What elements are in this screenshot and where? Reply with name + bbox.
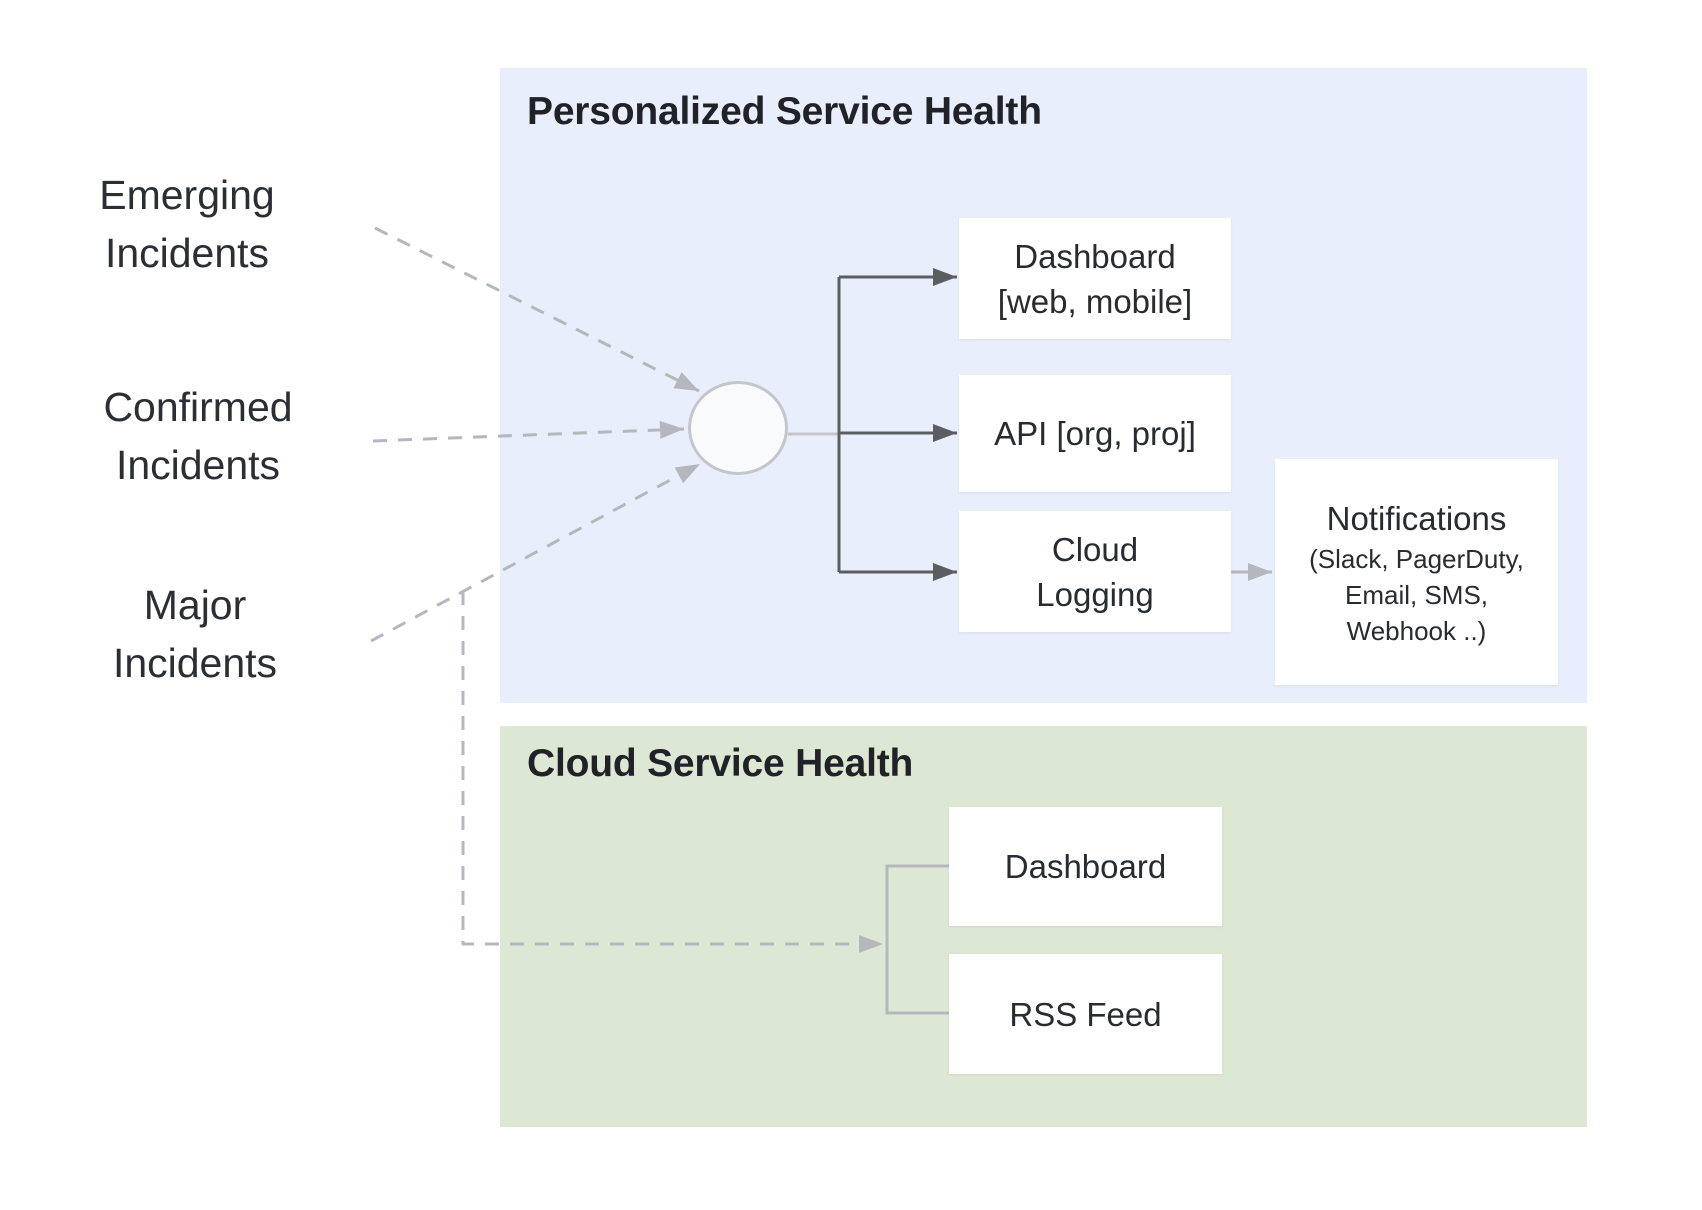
- notifications-box: Notifications (Slack, PagerDuty, Email, …: [1275, 459, 1558, 685]
- api-box: API [org, proj]: [959, 375, 1231, 492]
- notifications-sub-line: Webhook ..): [1346, 615, 1487, 646]
- dashed-arrow-major-incidents: [370, 462, 701, 643]
- box-label-line: Dashboard: [1014, 237, 1176, 275]
- label-line: Incidents: [115, 442, 281, 488]
- dark-fanout-arrows: [837, 268, 957, 581]
- box-label-line: Logging: [1036, 575, 1154, 613]
- cloud-logging-box: Cloud Logging: [959, 511, 1231, 632]
- label-emerging-incidents: Emerging Incidents: [37, 166, 337, 282]
- personalized-panel-title: Personalized Service Health: [527, 90, 1042, 133]
- notifications-sub-line: (Slack, PagerDuty,: [1309, 543, 1524, 574]
- notifications-sub-line: Email, SMS,: [1344, 579, 1489, 610]
- dashed-arrow-confirmed-incidents: [372, 420, 685, 443]
- bracket-connector: [885, 864, 949, 1015]
- label-confirmed-incidents: Confirmed Incidents: [48, 378, 348, 494]
- label-line: Major: [143, 582, 247, 628]
- notifications-title: Notifications: [1326, 499, 1507, 537]
- dashed-arrow-to-cloud-service-health: [461, 591, 883, 953]
- cloud-dashboard-box: Dashboard: [949, 807, 1222, 926]
- box-label-line: API [org, proj]: [994, 415, 1196, 452]
- cloud-panel-title: Cloud Service Health: [527, 742, 914, 785]
- box-label-line: Dashboard: [1004, 848, 1167, 885]
- box-label-line: Cloud: [1051, 530, 1139, 568]
- dashboard-web-mobile-box: Dashboard [web, mobile]: [959, 218, 1231, 339]
- label-major-incidents: Major Incidents: [45, 576, 345, 692]
- label-line: Incidents: [104, 230, 270, 276]
- box-label-line: RSS Feed: [1009, 995, 1162, 1033]
- box-label-line: [web, mobile]: [997, 282, 1193, 320]
- aggregator-node: [688, 381, 788, 475]
- label-line: Incidents: [112, 640, 278, 686]
- label-line: Confirmed: [103, 384, 293, 430]
- dashed-arrow-emerging-incidents: [374, 226, 700, 393]
- rss-feed-box: RSS Feed: [949, 954, 1222, 1074]
- label-line: Emerging: [99, 172, 275, 218]
